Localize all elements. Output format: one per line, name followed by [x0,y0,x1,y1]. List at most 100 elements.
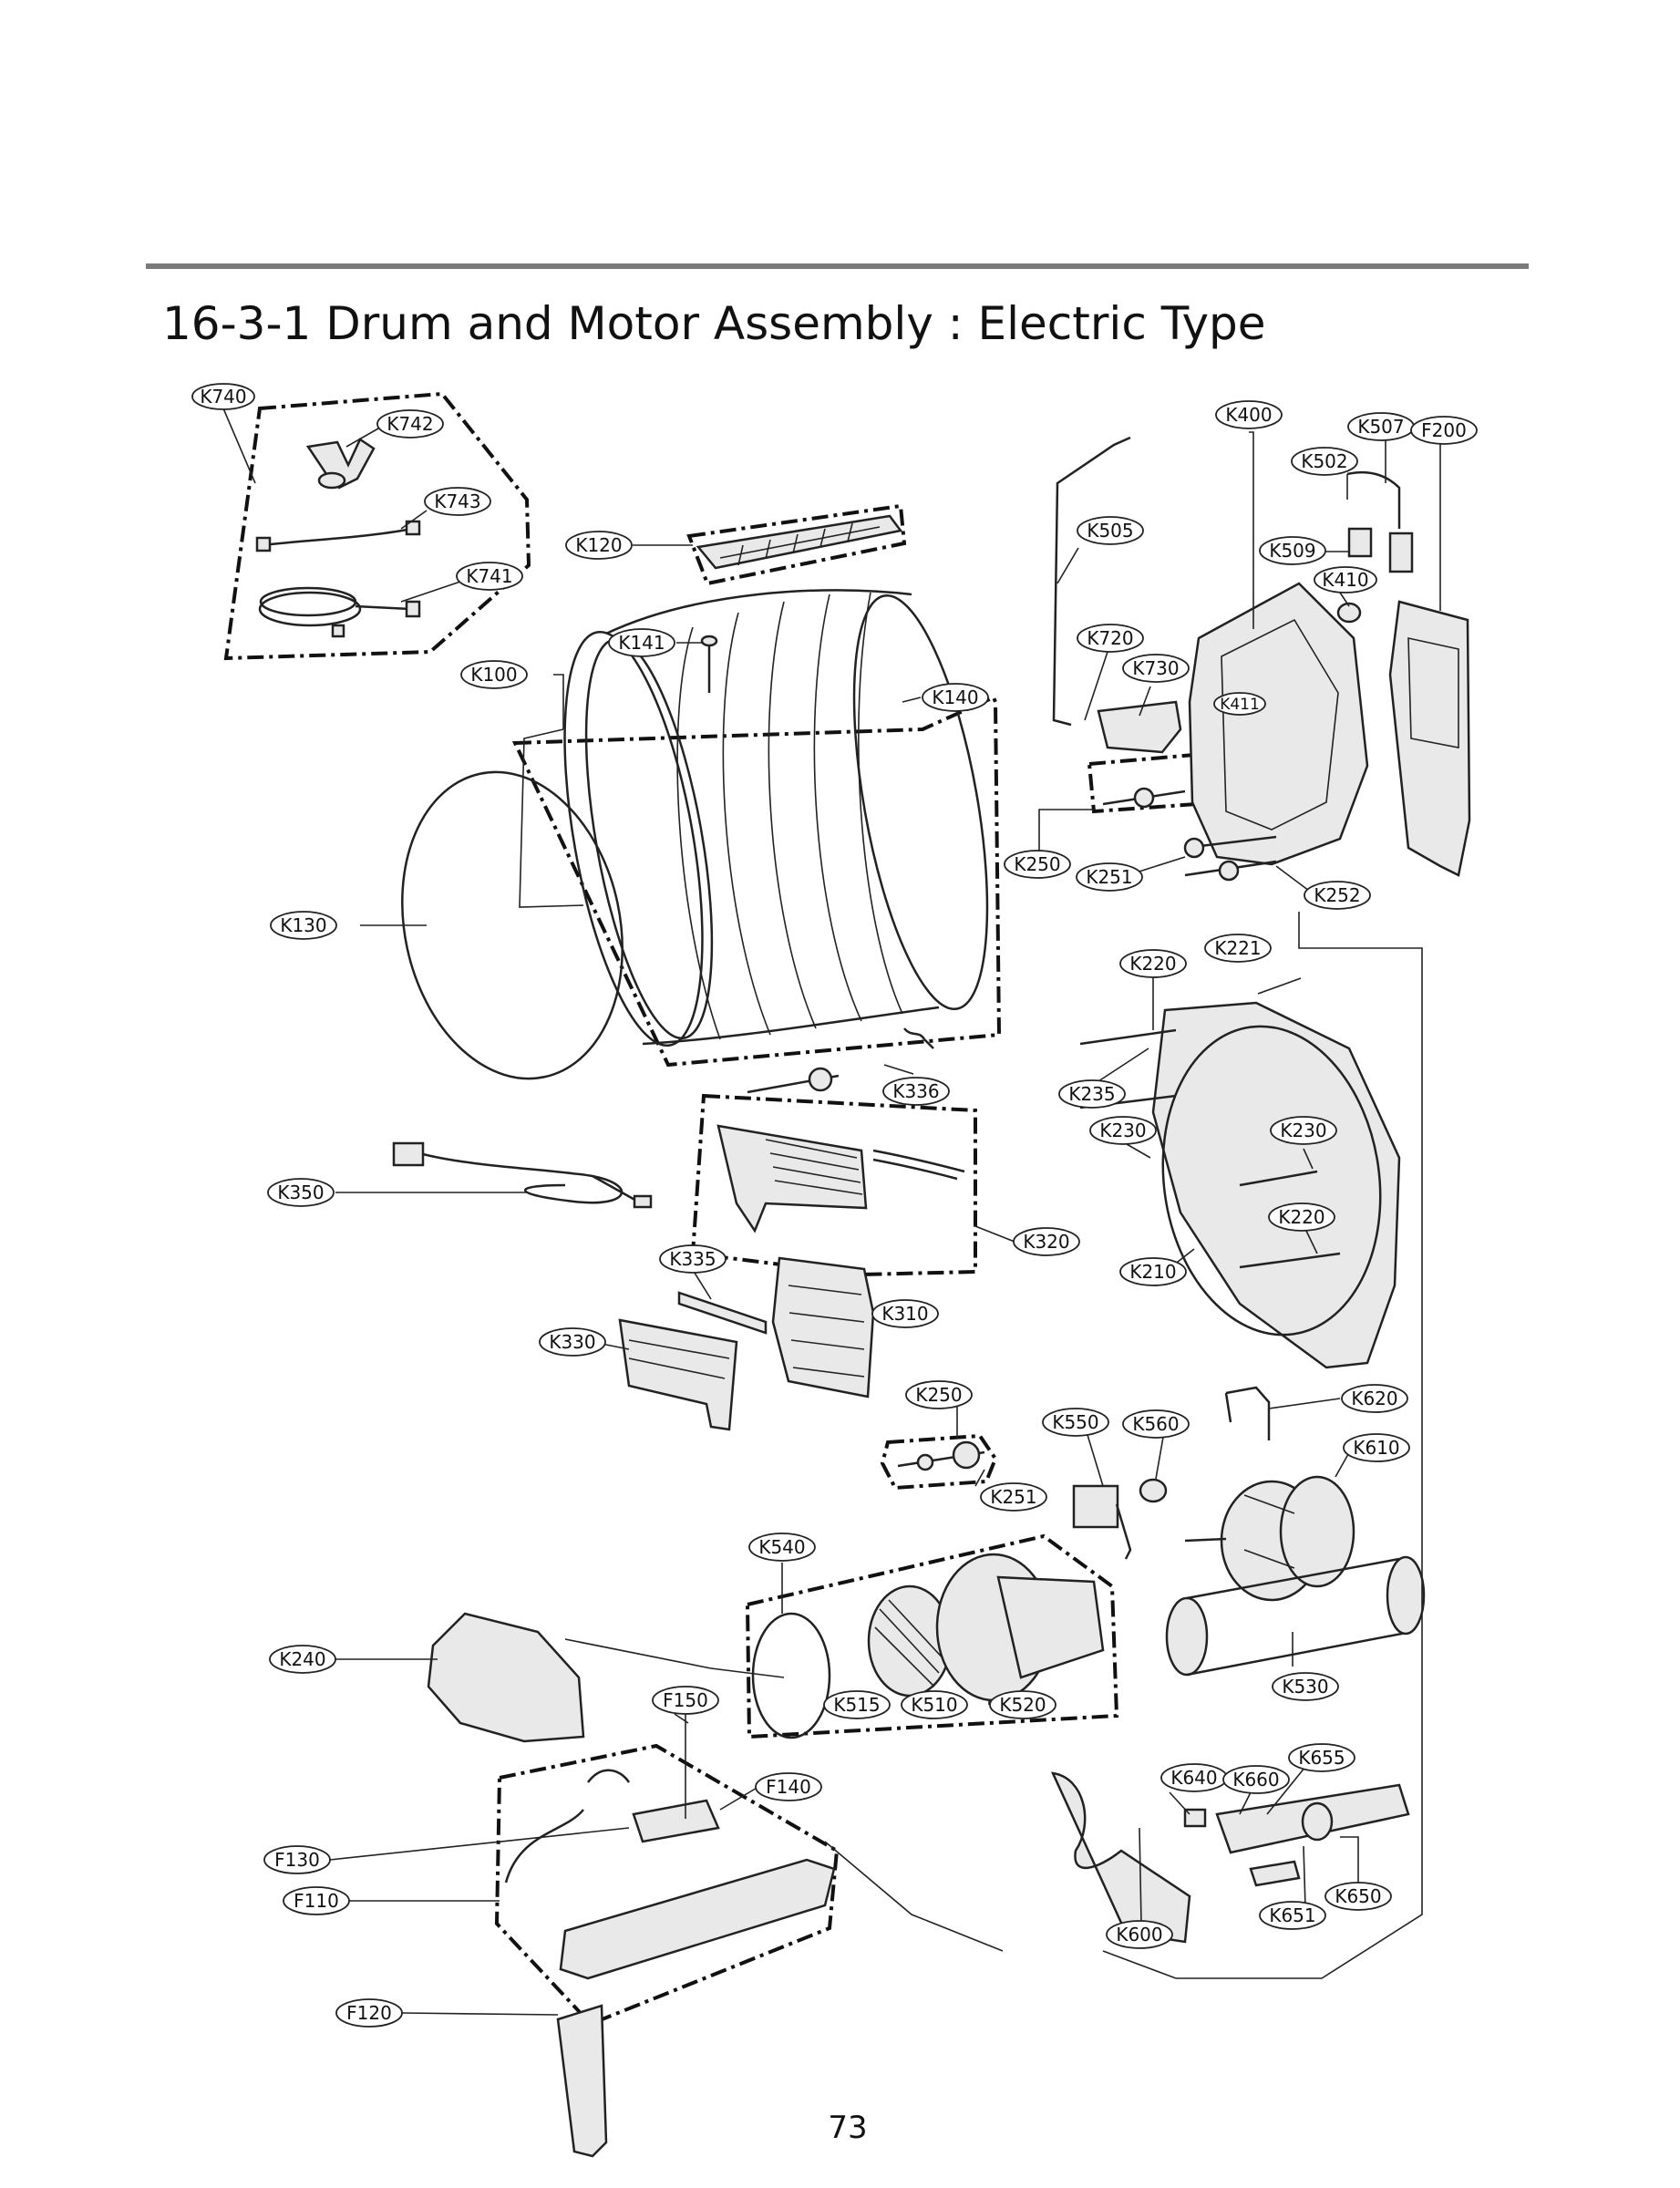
svg-text:F120: F120 [346,2002,392,2024]
svg-text:K530: K530 [1282,1676,1328,1698]
callout-K120: K120 [565,531,633,560]
callout-K600: K600 [1106,1920,1173,1949]
callout-F140: F140 [755,1772,822,1801]
callout-K320: K320 [1013,1227,1080,1256]
heater-duct-group [494,1743,840,2027]
svg-text:K210: K210 [1129,1261,1176,1283]
idler-group [880,1433,998,1491]
callout-K230b: K230 [1270,1116,1337,1145]
duct-group [686,503,907,586]
callout-K720: K720 [1077,624,1144,653]
upper-bearing-parts [1102,787,1277,882]
callout-K250a: K250 [905,1380,973,1409]
svg-text:K507: K507 [1357,416,1404,438]
svg-text:K230: K230 [1280,1120,1326,1141]
callout-K250b: K250 [1004,850,1071,879]
thermostat-part [504,1769,720,1884]
callout-F130: F130 [263,1845,331,1874]
filter-group [690,1093,977,1277]
callout-K140: K140 [922,683,989,712]
callout-K550: K550 [1042,1408,1109,1437]
callout-K560: K560 [1122,1409,1190,1439]
callout-K740: K740 [191,383,255,410]
svg-text:K742: K742 [387,413,433,435]
svg-text:K743: K743 [434,490,480,512]
callout-K742: K742 [376,409,444,439]
callout-K660: K660 [1222,1765,1290,1794]
svg-text:K400: K400 [1225,404,1272,426]
svg-text:K240: K240 [279,1648,325,1670]
svg-text:K620: K620 [1351,1388,1397,1409]
motor-mount-part [1050,1771,1191,1944]
callout-labels: K740 K742 K743 K741 K120 K141 K100 K140 … [191,383,1478,2028]
callout-K509: K509 [1259,536,1326,565]
callout-F200: F200 [1410,416,1478,445]
svg-text:K120: K120 [575,534,622,556]
callout-K507: K507 [1347,412,1415,441]
callout-K540: K540 [748,1533,816,1562]
svg-text:K141: K141 [618,632,665,654]
lint-filter-part [771,1256,875,1398]
rear-bulkhead-part [1188,582,1369,866]
svg-text:K651: K651 [1269,1904,1315,1926]
blower-gasket-part [751,1612,831,1739]
callout-K141: K141 [608,628,675,657]
rear-bracket-part [1097,700,1182,754]
svg-text:K640: K640 [1170,1767,1217,1789]
page-title: 16-3-1 Drum and Motor Assembly : Electri… [162,297,1266,350]
routing-line-lower [564,1638,1004,1952]
svg-text:K336: K336 [892,1080,939,1102]
svg-text:F150: F150 [663,1689,708,1711]
callout-K230a: K230 [1089,1116,1157,1145]
svg-text:K650: K650 [1335,1885,1381,1907]
svg-text:K230: K230 [1099,1120,1146,1141]
svg-text:F110: F110 [294,1890,339,1912]
svg-text:K510: K510 [911,1694,957,1716]
callout-K240: K240 [269,1645,336,1674]
svg-text:K741: K741 [466,565,512,587]
svg-text:F140: F140 [766,1776,811,1798]
callout-K310: K310 [871,1299,939,1328]
callout-K651: K651 [1259,1901,1326,1930]
heater-cover-part [1388,600,1471,877]
svg-text:K251: K251 [1086,866,1132,888]
rear-sensor-parts [1336,470,1414,624]
motor-part [1184,1475,1355,1602]
leader-lines [222,408,1441,2016]
callout-F150: F150 [652,1686,719,1715]
front-gasket-part [401,770,624,1080]
page-number: 73 [828,2110,867,2146]
drum-group [511,695,1002,1068]
callout-K400: K400 [1215,400,1283,429]
svg-text:K250: K250 [915,1384,962,1406]
harness-part [392,1141,653,1209]
front-bracket-part [618,1318,738,1431]
svg-text:K130: K130 [280,914,326,936]
callout-K100: K100 [460,660,528,689]
callout-K502: K502 [1291,447,1358,476]
blower-group [745,1533,1119,1739]
svg-text:K655: K655 [1298,1747,1345,1769]
svg-text:K502: K502 [1301,450,1347,472]
svg-text:K410: K410 [1322,569,1368,591]
svg-text:F200: F200 [1421,419,1467,441]
callout-K655: K655 [1288,1743,1355,1772]
callout-K620: K620 [1341,1384,1408,1413]
svg-text:F130: F130 [274,1849,320,1871]
long-hose-part [258,586,421,638]
sensor-part [1072,1478,1168,1560]
svg-text:K600: K600 [1116,1924,1162,1945]
svg-text:K221: K221 [1214,937,1261,959]
callout-K251a: K251 [980,1482,1047,1512]
svg-text:K310: K310 [881,1303,928,1325]
callout-K336: K336 [882,1077,950,1106]
callout-K330: K330 [539,1327,606,1357]
svg-text:K350: K350 [277,1182,324,1203]
group-outlines [223,391,1200,2027]
svg-text:K330: K330 [549,1331,595,1353]
callout-K510: K510 [901,1690,968,1719]
motor-clip-part [1224,1386,1271,1440]
filter-strip-part [677,1291,768,1335]
callout-K220a: K220 [1119,949,1187,978]
callout-K730: K730 [1122,654,1190,683]
